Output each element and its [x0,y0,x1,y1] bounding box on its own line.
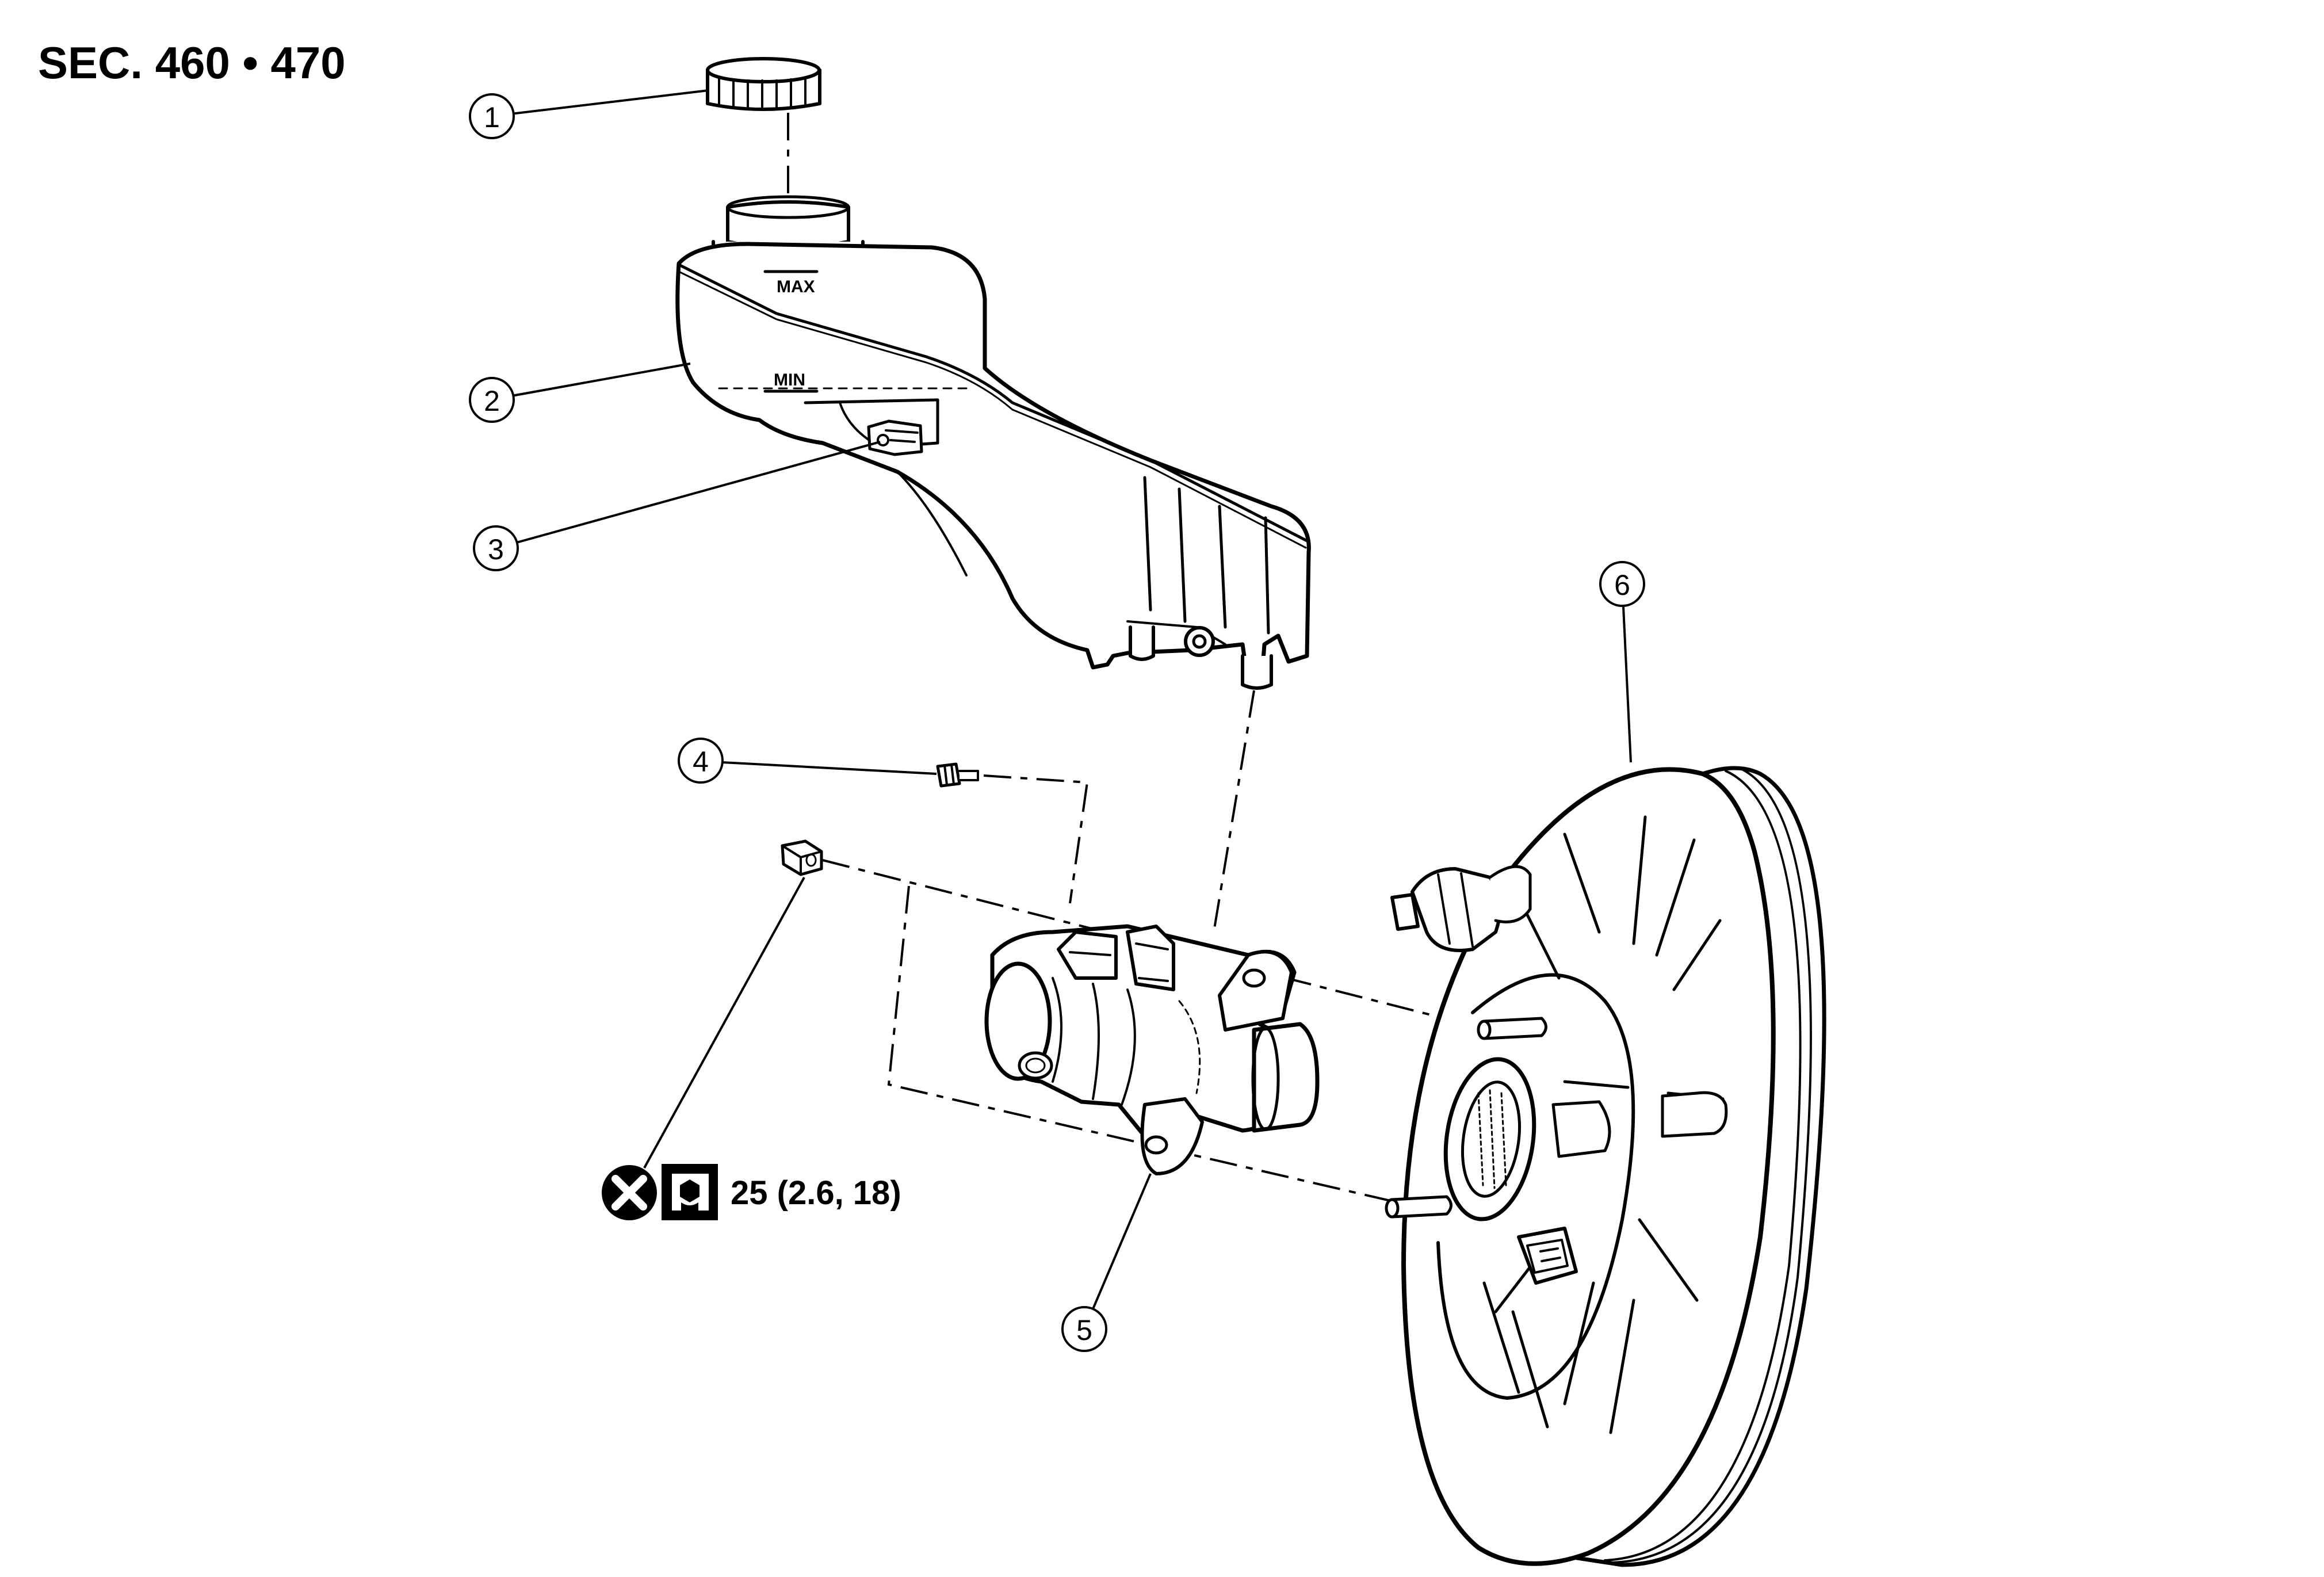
callout-6-number: 6 [1614,569,1630,601]
callout-3: 3 [473,441,881,571]
reservoir-axis-line [1213,690,1255,933]
callout-1: 1 [469,89,709,139]
callout-3-number: 3 [488,533,504,566]
brake-booster [1385,766,1826,1567]
fluid-level-sensor [867,419,923,456]
callout-5: 5 [1061,1173,1152,1352]
torque-value: 25 (2.6, 18) [731,1174,901,1212]
callout-5-number: 5 [1076,1314,1092,1346]
callout-4-number: 4 [693,746,709,778]
callout-6: 6 [1599,561,1645,763]
section-label: SEC. 460 • 470 [38,37,346,88]
callout-4: 4 [678,738,937,784]
torque-spec: 25 (2.6, 18) [602,1164,901,1220]
reservoir-cap [706,57,821,111]
do-not-reuse-icon [602,1165,657,1220]
callout-2: 2 [469,362,691,423]
torque-leader [643,877,805,1169]
pin-axis-line [983,774,1089,904]
pin [936,762,979,788]
nut [781,839,823,876]
reservoir-tank: MAX MIN [675,195,1311,690]
callout-2-number: 2 [484,385,500,417]
min-level-mark: MIN [774,371,805,390]
max-level-mark: MAX [777,277,815,296]
callout-1-number: 1 [484,101,500,133]
master-cylinder [984,924,1320,1175]
lower-axis-line [887,885,1398,1204]
tightening-torque-icon [662,1164,718,1220]
